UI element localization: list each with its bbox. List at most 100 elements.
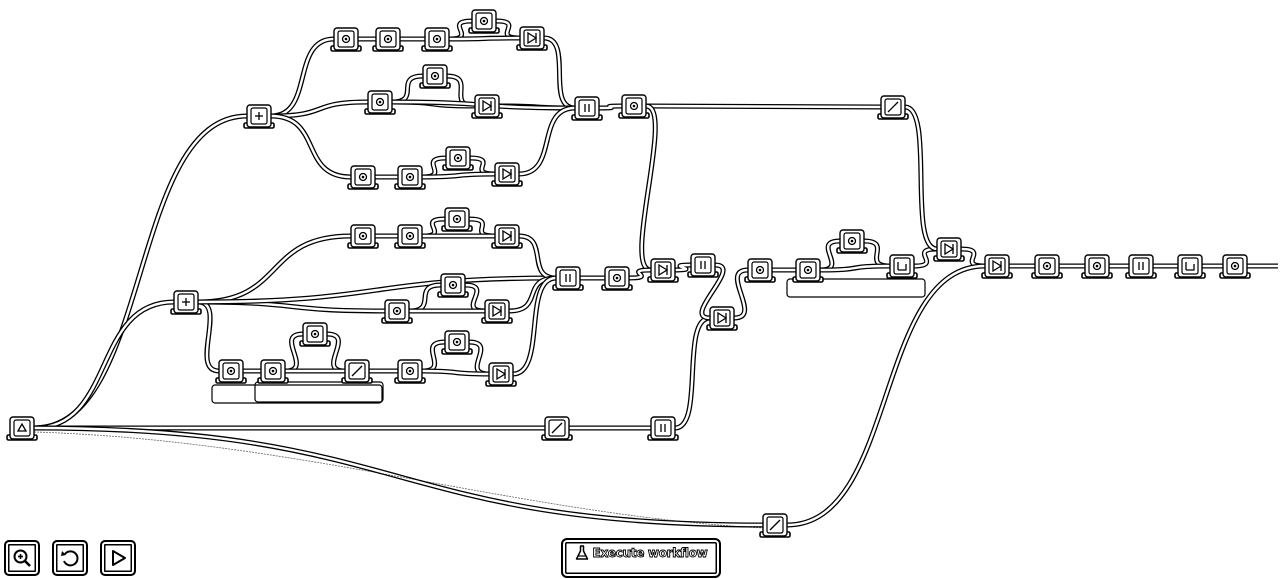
workflow-node-process[interactable] (437, 273, 469, 298)
process-icon (1230, 261, 1240, 271)
play-icon (112, 550, 126, 566)
workflow-node-process[interactable] (394, 359, 426, 384)
process-icon (479, 16, 489, 26)
workflow-node-merge[interactable] (491, 224, 523, 249)
execute-workflow-button[interactable]: Execute workflow (561, 538, 721, 578)
workflow-node-join[interactable] (647, 416, 679, 441)
process-icon (432, 34, 442, 44)
workflow-node-process[interactable] (257, 359, 289, 384)
edge-connector-fill (270, 114, 352, 179)
workflow-node-process[interactable] (381, 299, 413, 324)
workflow-node-process[interactable] (468, 9, 500, 34)
workflow-node-join[interactable] (687, 253, 719, 278)
process-icon (755, 265, 765, 275)
join-icon (700, 261, 706, 269)
workflow-node-merge[interactable] (981, 254, 1013, 279)
workflow-node-join[interactable] (1125, 254, 1157, 279)
edge-connector-fill (421, 172, 496, 179)
edge-connector-fill (904, 105, 938, 251)
merge-icon (944, 242, 955, 256)
workflow-node-process[interactable] (394, 224, 426, 249)
workflow-node-process[interactable] (1031, 254, 1063, 279)
undo-button[interactable] (52, 540, 88, 576)
workflow-node-process[interactable] (442, 146, 474, 171)
workflow-node-process[interactable] (215, 359, 247, 384)
process-icon (448, 280, 458, 290)
workflow-node-merge[interactable] (491, 162, 523, 187)
workflow-node-process[interactable] (372, 27, 404, 52)
edge-connector-fill (674, 263, 692, 272)
workflow-node-merge[interactable] (516, 26, 548, 51)
workflow-node-merge[interactable] (481, 299, 513, 324)
edge-connector-fill (543, 36, 576, 110)
workflow-node-process[interactable] (347, 224, 379, 249)
workflow-edges (33, 18, 1278, 529)
edge-connector-fill (33, 300, 175, 430)
workflow-node-merge[interactable] (647, 258, 679, 283)
workflow-node-process[interactable] (601, 266, 633, 291)
workflow-node-process[interactable] (330, 27, 362, 52)
workflow-node-merge[interactable] (706, 306, 738, 331)
edge-connector-fill (421, 369, 490, 376)
workflow-node-process[interactable] (441, 330, 473, 355)
execute-workflow-label: Execute workflow (592, 546, 708, 561)
workflow-node-process[interactable] (1081, 254, 1113, 279)
edge-connector-fill (508, 276, 557, 313)
workflow-node-process[interactable] (419, 64, 451, 89)
edge-connector-fill (913, 247, 938, 268)
merge-icon (502, 229, 513, 243)
workflow-node-edit[interactable] (541, 416, 573, 441)
flask-icon (575, 545, 588, 560)
workflow-node-join[interactable] (571, 96, 603, 121)
workflow-node-process[interactable] (618, 94, 650, 119)
workflow-node-process[interactable] (421, 27, 453, 52)
process-icon (803, 265, 813, 275)
edge-connector-fill (628, 268, 652, 280)
workflow-node-process[interactable] (347, 165, 379, 190)
workflow-node-transform[interactable] (886, 254, 918, 279)
workflow-node-edit[interactable] (759, 513, 791, 538)
workflow-node-process[interactable] (792, 258, 824, 283)
workflow-node-split[interactable] (170, 290, 202, 315)
edge-connector-fill (674, 316, 711, 430)
node-icon-box (498, 227, 516, 245)
merge-icon (496, 367, 507, 381)
join-icon (584, 104, 590, 112)
process-icon (268, 366, 278, 376)
run-button[interactable] (100, 540, 136, 576)
workflow-node-transform[interactable] (1174, 254, 1206, 279)
workflow-node-process[interactable] (441, 207, 473, 232)
edge-connector-fill (270, 100, 369, 118)
workflow-node-split[interactable] (243, 104, 275, 129)
node-icon-box (478, 97, 496, 115)
workflow-node-merge[interactable] (485, 362, 517, 387)
process-icon (358, 172, 368, 182)
workflow-node-process[interactable] (744, 258, 776, 283)
process-icon (392, 306, 402, 316)
workflow-node-process[interactable] (299, 322, 331, 347)
process-icon (430, 71, 440, 81)
workflow-node-process[interactable] (1219, 254, 1251, 279)
edge-connector-fill (733, 268, 749, 320)
workflow-node-input[interactable] (6, 416, 38, 441)
process-icon (612, 273, 622, 283)
transform-icon (1185, 262, 1195, 271)
zoom-button[interactable] (4, 540, 40, 576)
node-icon-box (713, 309, 731, 327)
node-icon-box (578, 99, 596, 117)
workflow-node-join[interactable] (552, 266, 584, 291)
workflow-nodes[interactable] (6, 9, 1251, 538)
edit-icon (351, 365, 363, 377)
input-icon (16, 422, 28, 432)
workflow-node-process[interactable] (394, 165, 426, 190)
workflow-node-process[interactable] (364, 90, 396, 115)
workflow-node-merge[interactable] (933, 237, 965, 262)
workflow-node-merge[interactable] (471, 94, 503, 119)
node-icon-box (498, 165, 516, 183)
merge-icon (992, 259, 1003, 273)
workflow-node-edit[interactable] (877, 95, 909, 120)
workflow-node-process[interactable] (836, 229, 868, 254)
workflow-node-edit[interactable] (341, 359, 373, 384)
